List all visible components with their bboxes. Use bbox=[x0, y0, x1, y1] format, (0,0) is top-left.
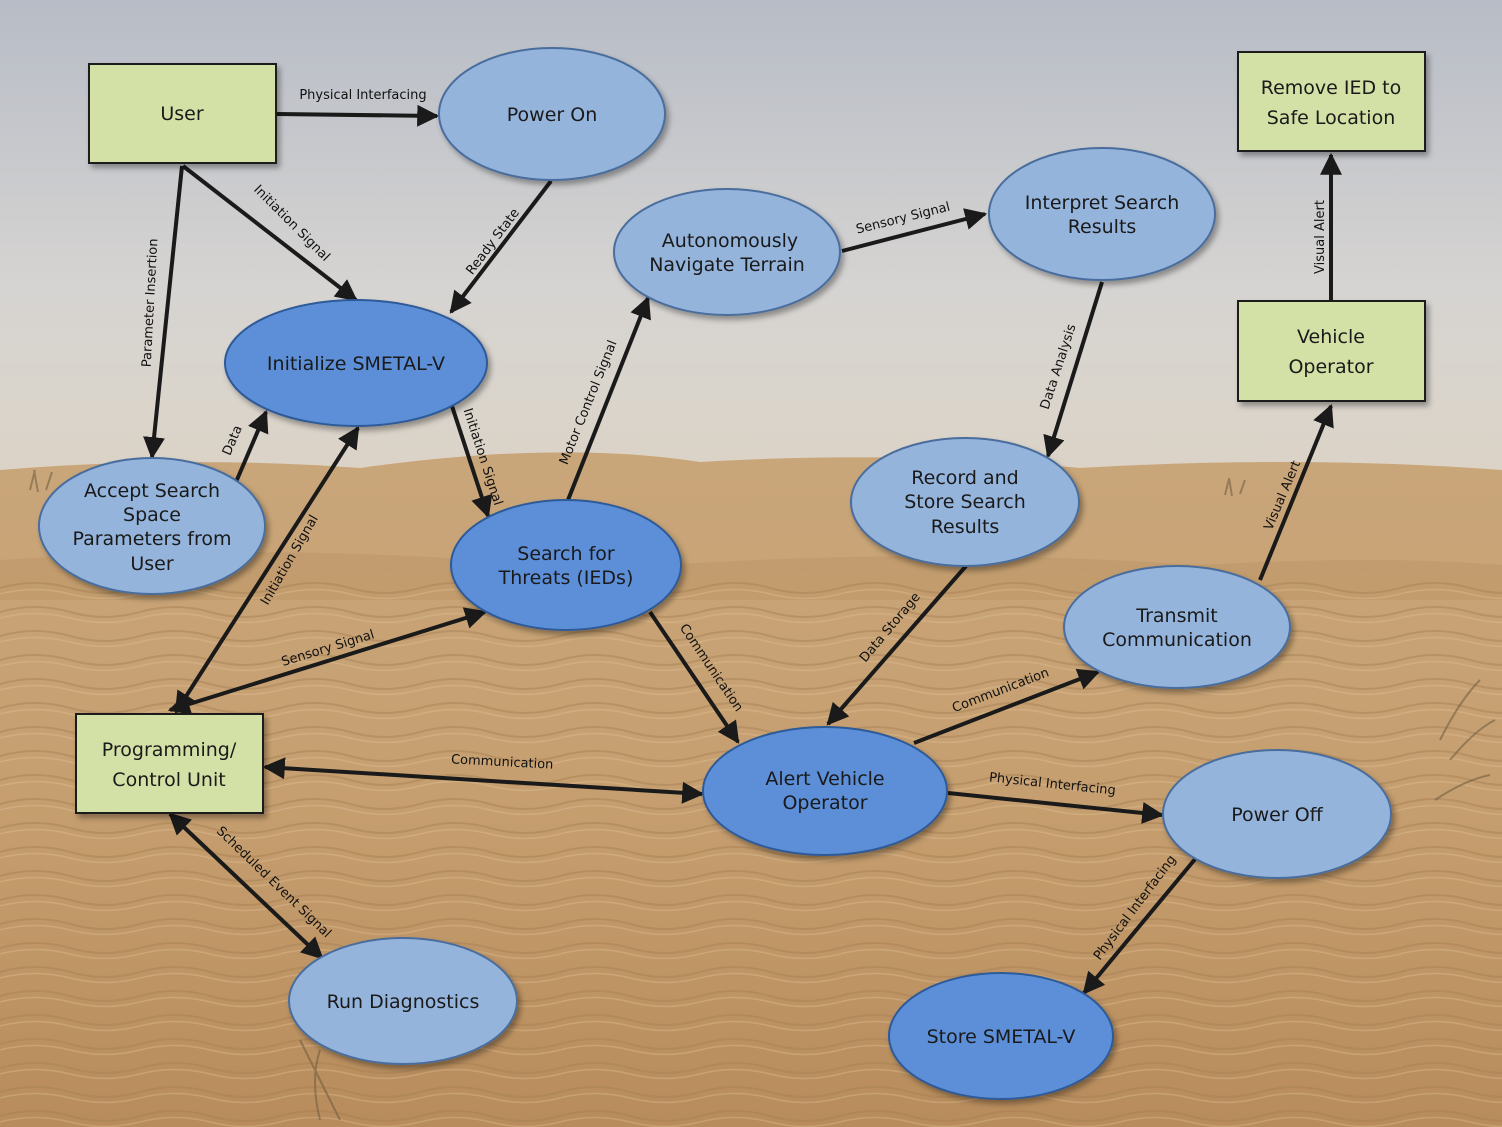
node-shape bbox=[88, 63, 277, 164]
node-shape bbox=[702, 726, 948, 856]
node-initialize-smetal-v: Initialize SMETAL-V bbox=[224, 299, 488, 427]
node-shape bbox=[850, 437, 1080, 567]
node-store-smetal-v: Store SMETAL-V bbox=[888, 972, 1114, 1100]
node-shape bbox=[438, 47, 666, 181]
edge-user-accept-params bbox=[143, 165, 184, 460]
edge-accept-params-initialize bbox=[234, 409, 269, 483]
edge-label: Scheduled Event Signal bbox=[213, 824, 334, 941]
edge-power-on-initialize bbox=[449, 179, 553, 314]
node-shape bbox=[288, 937, 518, 1065]
node-shape bbox=[888, 972, 1114, 1100]
node-label: Programming/Control Unit bbox=[102, 739, 237, 791]
node-shape bbox=[224, 299, 488, 427]
edge-programming-search bbox=[167, 607, 488, 715]
node-label: Initialize SMETAL-V bbox=[267, 353, 445, 375]
edge-user-initialize bbox=[181, 164, 358, 302]
node-shape bbox=[1063, 565, 1291, 689]
edge-label: Physical Interfacing bbox=[988, 770, 1116, 798]
node-label: Store SMETAL-V bbox=[927, 1026, 1076, 1048]
edge-label: Ready State bbox=[463, 206, 522, 278]
node-power-off: Power Off bbox=[1162, 749, 1392, 879]
edge-label: Data bbox=[220, 423, 246, 457]
edge-label: Visual Alert bbox=[1313, 200, 1328, 274]
node-user: User bbox=[88, 63, 277, 164]
node-label: User bbox=[160, 103, 203, 125]
edge-label: Sensory Signal bbox=[855, 200, 952, 238]
node-shape bbox=[1237, 300, 1426, 402]
edge-alert-power-off bbox=[947, 791, 1165, 824]
node-shape bbox=[613, 188, 841, 316]
edge-label: Data Analysis bbox=[1038, 322, 1080, 411]
node-shape bbox=[38, 457, 266, 595]
edge-transmit-operator bbox=[1258, 403, 1334, 581]
edge-alert-transmit bbox=[913, 668, 1101, 745]
edge-label: Physical Interfacing bbox=[299, 88, 426, 103]
node-programming-control-unit: Programming/Control Unit bbox=[75, 713, 264, 814]
node-power-on: Power On bbox=[438, 47, 666, 181]
node-shape bbox=[450, 499, 682, 631]
edge-label: Physical Interfacing bbox=[1091, 853, 1180, 964]
node-label: Power On bbox=[507, 104, 597, 126]
edge-interpret-record bbox=[1043, 281, 1104, 459]
edge-power-off-store bbox=[1082, 856, 1198, 995]
edge-label: Communication bbox=[451, 752, 554, 772]
edge-programming-alert bbox=[262, 757, 705, 804]
node-run-diagnostics: Run Diagnostics bbox=[288, 937, 518, 1065]
edge-search-navigate bbox=[566, 295, 651, 501]
edge-label: Initiation Signal bbox=[258, 513, 322, 608]
edge-navigate-interpret bbox=[841, 208, 988, 253]
node-label: Power Off bbox=[1231, 804, 1323, 826]
edge-programming-diagnostics bbox=[168, 812, 324, 960]
node-shape bbox=[75, 713, 264, 814]
edges bbox=[143, 104, 1342, 995]
edge-search-alert bbox=[648, 610, 740, 744]
edge-record-alert bbox=[826, 564, 968, 726]
edge-initialize-search bbox=[448, 399, 493, 519]
edge-user-power-on bbox=[276, 104, 440, 127]
node-label: Run Diagnostics bbox=[327, 991, 480, 1013]
node-shape bbox=[1237, 51, 1426, 152]
node-shape bbox=[1162, 749, 1392, 879]
dry-shrubs bbox=[29, 469, 1496, 1121]
edge-label: Parameter Insertion bbox=[140, 238, 162, 367]
node-shape bbox=[988, 147, 1216, 281]
